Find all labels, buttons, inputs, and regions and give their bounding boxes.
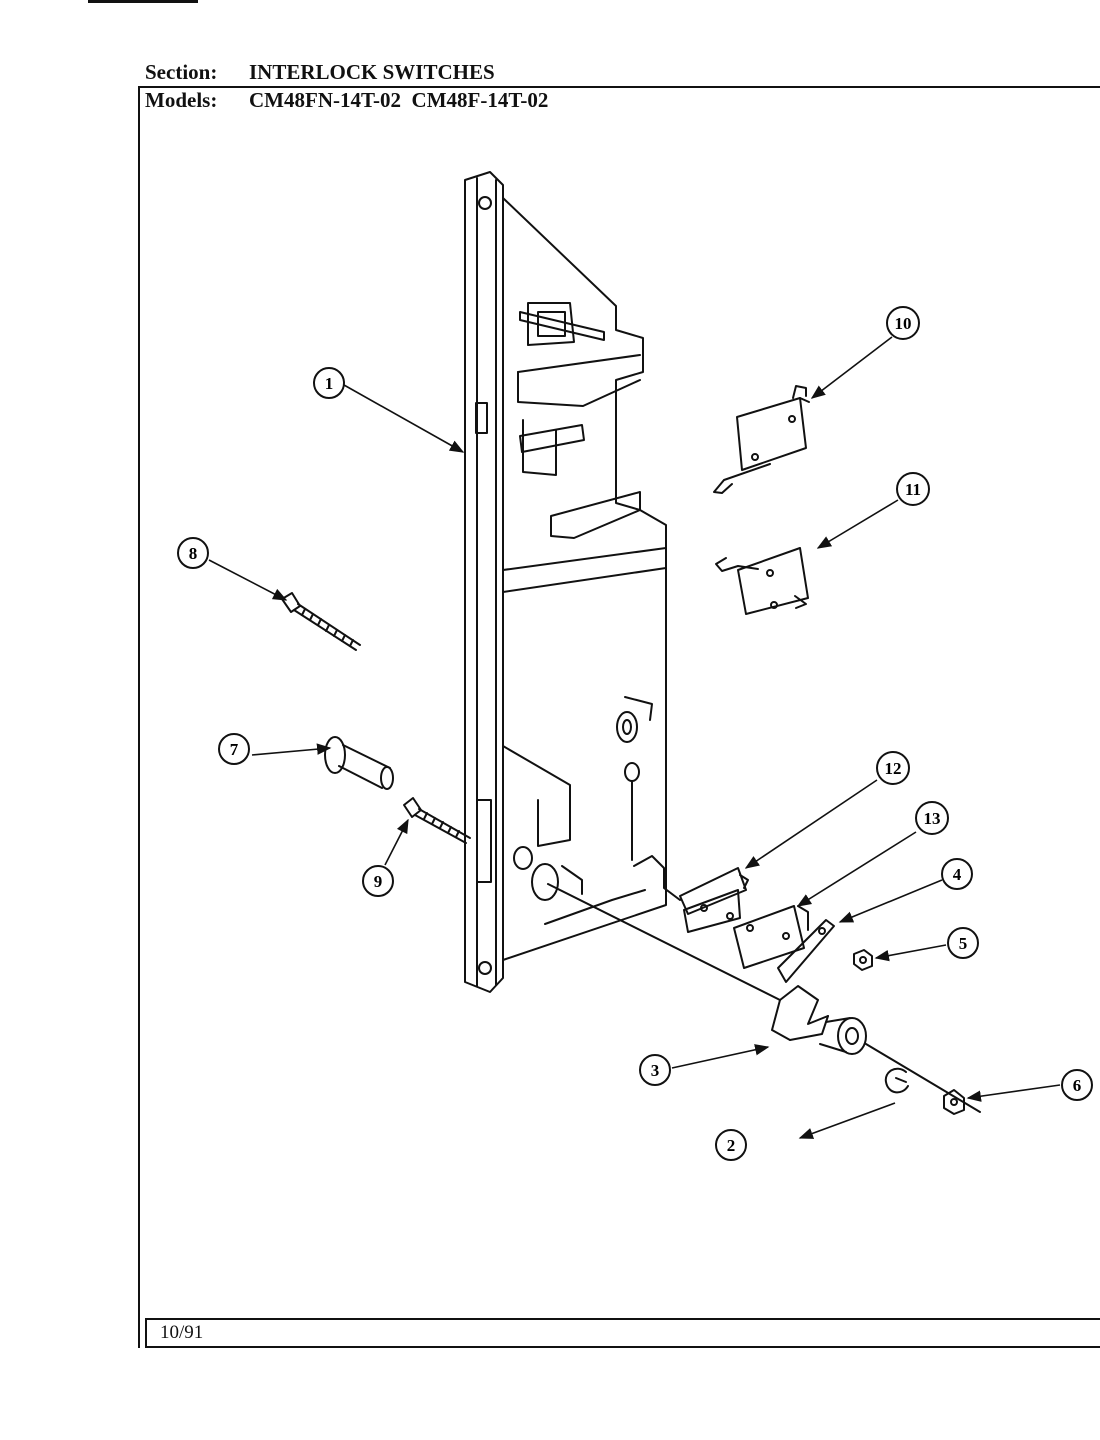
callout-10-label: 10 bbox=[895, 314, 912, 333]
callout-5: 5 bbox=[947, 927, 979, 959]
leader-10 bbox=[810, 336, 893, 399]
callout-11: 11 bbox=[896, 472, 930, 506]
leader-2 bbox=[798, 1102, 896, 1139]
callout-3: 3 bbox=[639, 1054, 671, 1086]
small-nut-part bbox=[943, 1089, 965, 1115]
callout-1: 1 bbox=[313, 367, 345, 399]
leader-4 bbox=[838, 879, 943, 923]
long-screw-part bbox=[281, 592, 361, 651]
footer-left-border bbox=[145, 1318, 147, 1348]
leader-12 bbox=[744, 779, 878, 869]
leader-13 bbox=[796, 831, 917, 907]
callout-9: 9 bbox=[362, 865, 394, 897]
leader-11 bbox=[816, 499, 899, 549]
leader-6 bbox=[966, 1084, 1061, 1102]
callout-8-label: 8 bbox=[189, 544, 198, 563]
e-clip-part bbox=[884, 1067, 909, 1094]
callout-12: 12 bbox=[876, 751, 910, 785]
callout-4-label: 4 bbox=[953, 865, 962, 884]
callout-9-label: 9 bbox=[374, 872, 383, 891]
models-label: Models: bbox=[145, 88, 218, 112]
callout-11-label: 11 bbox=[905, 480, 921, 499]
callout-12-label: 12 bbox=[885, 759, 902, 778]
callout-13: 13 bbox=[915, 801, 949, 835]
latch-cam-part bbox=[771, 985, 981, 1113]
switch-13-part bbox=[733, 905, 809, 969]
leader-1 bbox=[343, 384, 465, 453]
leader-9 bbox=[384, 818, 409, 866]
section-header: Section: INTERLOCK SWITCHES bbox=[145, 60, 495, 85]
callout-13-label: 13 bbox=[924, 809, 941, 828]
section-title: INTERLOCK SWITCHES bbox=[249, 60, 495, 84]
micro-switch-11-part bbox=[715, 547, 809, 615]
callout-bubbles: 1 2 3 4 5 6 7 8 9 10 11 12 13 bbox=[177, 306, 1093, 1161]
lever-part bbox=[777, 919, 835, 983]
callout-2-label: 2 bbox=[727, 1136, 736, 1155]
interlock-bracket-part bbox=[464, 171, 781, 1001]
frame-bottom-border bbox=[145, 1346, 1100, 1348]
leader-3 bbox=[671, 1044, 770, 1069]
revision-date: 10/91 bbox=[160, 1322, 204, 1343]
section-label: Section: bbox=[145, 60, 218, 84]
footer-divider bbox=[145, 1318, 1100, 1320]
callout-4: 4 bbox=[941, 858, 973, 890]
callout-6-label: 6 bbox=[1073, 1076, 1082, 1095]
callout-3-label: 3 bbox=[651, 1061, 660, 1080]
hex-nut-part bbox=[853, 949, 873, 971]
callout-8: 8 bbox=[177, 537, 209, 569]
shoulder-pin-part bbox=[324, 736, 394, 790]
callout-7: 7 bbox=[218, 733, 250, 765]
leader-7 bbox=[251, 743, 332, 756]
header-divider bbox=[138, 86, 1100, 88]
callout-1-label: 1 bbox=[325, 374, 334, 393]
callout-7-label: 7 bbox=[230, 740, 239, 759]
leader-5 bbox=[874, 944, 947, 962]
short-screw-part bbox=[403, 797, 471, 844]
callout-10: 10 bbox=[886, 306, 920, 340]
models-list: CM48FN-14T-02 CM48F-14T-02 bbox=[249, 88, 549, 112]
leader-8 bbox=[208, 559, 288, 601]
callout-6: 6 bbox=[1061, 1069, 1093, 1101]
models-header: Models: CM48FN-14T-02 CM48F-14T-02 bbox=[145, 88, 548, 113]
switch-12-part bbox=[633, 855, 749, 933]
top-rule bbox=[88, 0, 198, 3]
micro-switch-10-part bbox=[713, 385, 810, 494]
frame-left-border bbox=[138, 86, 140, 1348]
callout-5-label: 5 bbox=[959, 934, 968, 953]
callout-2: 2 bbox=[715, 1129, 747, 1161]
